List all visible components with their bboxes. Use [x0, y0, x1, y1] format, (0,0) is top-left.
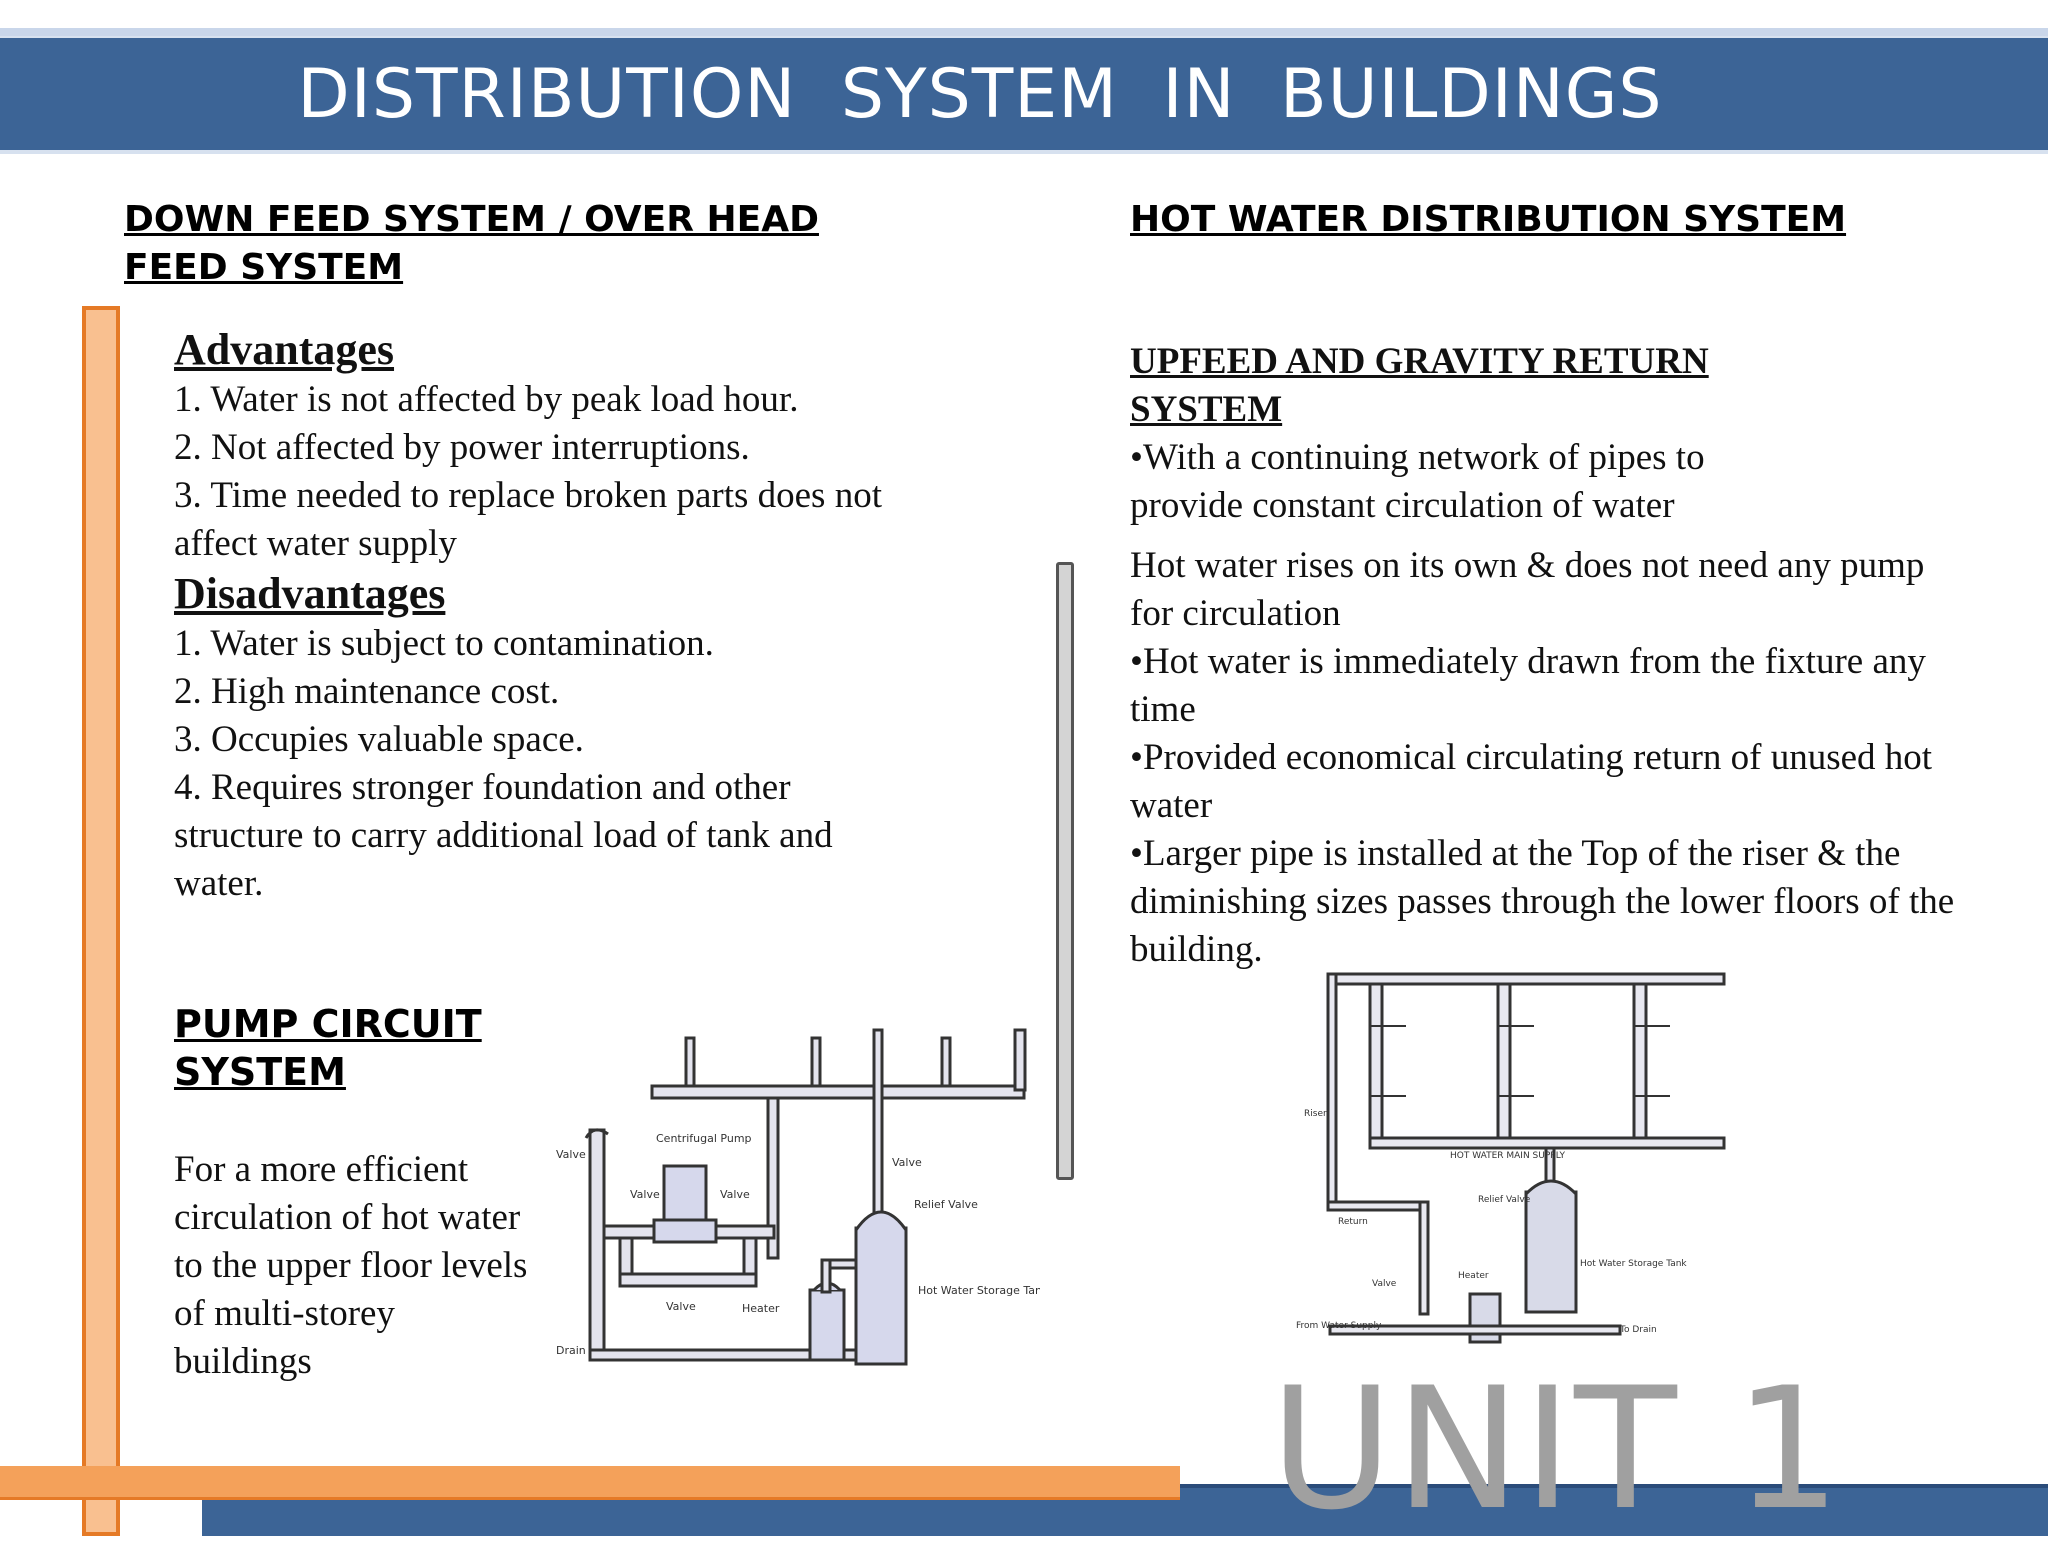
label-pump: Centrifugal Pump	[656, 1132, 752, 1145]
upfeed-para-3: •Hot water is immediately drawn from the…	[1130, 641, 1926, 730]
hot-water-heading: HOT WATER DISTRIBUTION SYSTEM	[1130, 199, 1847, 240]
slide-title: DISTRIBUTION SYSTEM IN BUILDINGS	[297, 55, 1663, 134]
label-from-supply: From Water Supply	[1296, 1321, 1382, 1331]
label-return: Return	[1338, 1217, 1368, 1227]
label-drain: Drain	[556, 1344, 586, 1357]
label-valve-a: Valve	[630, 1188, 660, 1201]
upfeed-para-4: •Provided economical circulating return …	[1130, 737, 1933, 826]
label-heater: Heater	[1458, 1271, 1489, 1281]
advantages-title: Advantages	[174, 325, 395, 374]
pump-heading-line1: PUMP CIRCUIT	[174, 1002, 482, 1046]
orange-vertical-accent	[82, 306, 120, 1536]
label-valve: Valve	[1372, 1279, 1397, 1289]
label-valve-bottom: Valve	[666, 1300, 696, 1313]
upfeed-para-5: •Larger pipe is installed at the Top of …	[1130, 833, 1955, 970]
label-storage-tank: Hot Water Storage Tank	[1580, 1259, 1687, 1269]
pump-circuit-heading: PUMP CIRCUIT SYSTEM	[174, 1000, 482, 1096]
top-strip	[0, 28, 2048, 36]
down-feed-heading-line2: FEED SYSTEM	[124, 247, 404, 288]
upfeed-heading-line2: SYSTEM	[1130, 389, 1283, 430]
label-relief-valve: Relief Valve	[914, 1198, 978, 1211]
pump-heading-line2: SYSTEM	[174, 1050, 346, 1094]
label-tank: Hot Water Storage Tank	[918, 1284, 1040, 1297]
pump-circuit-text: For a more efficient circulation of hot …	[174, 1149, 528, 1382]
upfeed-para-2: Hot water rises on its own & does not ne…	[1130, 545, 1925, 634]
advantages-block: Advantages 1. Water is not affected by p…	[174, 324, 974, 908]
disadvantages-title: Disadvantages	[174, 569, 446, 618]
unit-watermark: UNIT 1	[1270, 1351, 1844, 1547]
orange-horizontal-accent	[0, 1466, 1180, 1500]
disadvantage-item: 2. High maintenance cost.	[174, 671, 560, 712]
label-to-drain: To Drain	[1619, 1325, 1657, 1335]
upfeed-heading: UPFEED AND GRAVITY RETURN SYSTEM	[1130, 338, 1709, 434]
upfeed-para-1: •With a continuing network of pipes to p…	[1130, 437, 1705, 526]
upfeed-diagram: Riser HOT WATER MAIN SUPPLY Relief Valve…	[1296, 972, 1726, 1344]
advantage-item: 3. Time needed to replace broken parts d…	[174, 475, 882, 564]
disadvantage-item: 4. Requires stronger foundation and othe…	[174, 767, 833, 904]
disadvantage-item: 3. Occupies valuable space.	[174, 719, 584, 760]
down-feed-heading: DOWN FEED SYSTEM / OVER HEAD FEED SYSTEM	[124, 196, 819, 292]
label-relief-valve: Relief Valve	[1478, 1195, 1531, 1205]
label-main-supply: HOT WATER MAIN SUPPLY	[1450, 1151, 1566, 1161]
label-valve-b: Valve	[720, 1188, 750, 1201]
advantage-item: 1. Water is not affected by peak load ho…	[174, 379, 799, 420]
title-bar	[0, 36, 2048, 154]
pump-circuit-diagram: Valve Centrifugal Pump Valve Valve Valve…	[556, 1028, 1040, 1366]
disadvantage-item: 1. Water is subject to contamination.	[174, 623, 714, 664]
label-heater: Heater	[742, 1302, 780, 1315]
down-feed-heading-line1: DOWN FEED SYSTEM / OVER HEAD	[124, 199, 819, 240]
label-valve-top: Valve	[892, 1156, 922, 1169]
label-valve-left: Valve	[556, 1148, 586, 1161]
upfeed-heading-line1: UPFEED AND GRAVITY RETURN	[1130, 341, 1709, 382]
advantage-item: 2. Not affected by power interruptions.	[174, 427, 750, 468]
column-divider	[1056, 562, 1074, 1180]
label-riser: Riser	[1304, 1109, 1327, 1119]
